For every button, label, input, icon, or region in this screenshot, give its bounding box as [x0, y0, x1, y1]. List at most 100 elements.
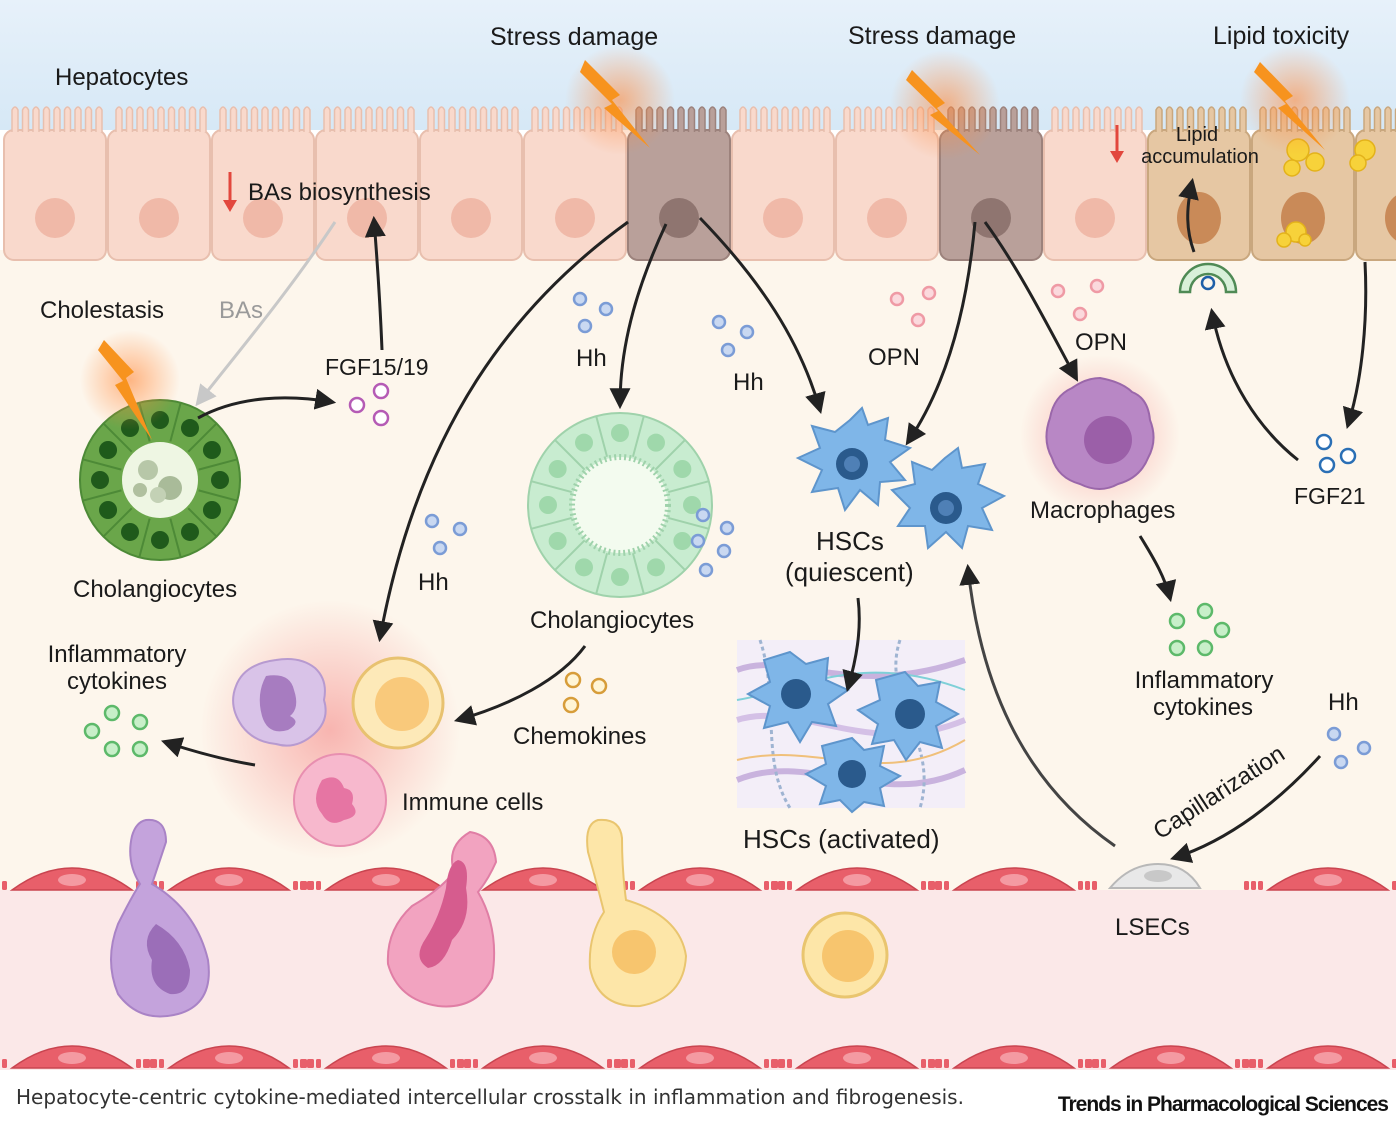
arrow-stress-to-immune — [372, 220, 629, 643]
fgf21-label: FGF21 — [1294, 483, 1366, 509]
hh-label-2: Hh — [733, 369, 764, 396]
hepatocyte-cell — [211, 106, 315, 261]
transmigrating-neutrophil — [386, 830, 498, 1008]
hh-label-3: Hh — [418, 569, 449, 596]
arrow-hh-to-lsec — [1170, 754, 1322, 863]
fgf21-dots — [1315, 433, 1357, 474]
lightning-stress-2 — [890, 50, 1000, 160]
arrow-macrophage-to-cytokines — [1138, 535, 1177, 603]
lightning-lipid — [1240, 45, 1350, 155]
hepatocyte-cell — [1043, 106, 1147, 261]
down-arrow-icon — [223, 172, 237, 212]
inflammatory-cytokines-left-label-1: Inflammatory — [48, 641, 187, 668]
immune-cells-cluster — [200, 600, 460, 860]
receptor-icon — [1178, 262, 1238, 294]
hh-label-1: Hh — [576, 345, 607, 372]
inflammatory-cytokines-right-label-2: cytokines — [1153, 694, 1253, 721]
arrow-stress-to-hsc — [698, 216, 826, 415]
arrow-lsec-to-hsc — [959, 563, 1116, 848]
crosstalk-diagram: Hepatocytes Stress damage Stress damage … — [0, 0, 1396, 1070]
hscs-quiescent-label-1: HSCs — [816, 526, 884, 556]
space-of-disse — [0, 250, 1396, 890]
endothelial-cell — [930, 867, 1097, 891]
arrow-cholangiocyte-to-immune — [453, 645, 587, 726]
figure-caption: Hepatocyte-centric cytokine-mediated int… — [16, 1085, 964, 1109]
endothelial-cell — [302, 1045, 469, 1069]
endothelial-cell — [459, 1045, 626, 1069]
hh-dots-center — [690, 507, 735, 578]
arrow-cholangiocyte-to-fgf — [197, 388, 337, 420]
fgf15-19-dots — [348, 382, 390, 427]
cholangiocytes-left-label: Cholangiocytes — [73, 576, 237, 603]
hsc-activated-1 — [745, 650, 851, 744]
stress-damage-label-2: Stress damage — [848, 22, 1016, 50]
circulating-immune-cell — [801, 911, 889, 999]
hepatocyte-cell — [419, 106, 523, 261]
arrow-lipid-hep-to-fgf21 — [1342, 261, 1368, 430]
arrow-fgf-to-bas-biosynthesis — [364, 215, 386, 351]
lightning-stress-1 — [565, 45, 675, 155]
arrow-fgf21-to-receptor — [1204, 307, 1299, 462]
macrophage — [1020, 355, 1180, 515]
arrow-immune-to-cytokines — [161, 737, 256, 767]
hh-dots-4 — [1326, 726, 1372, 770]
bas-label: BAs — [219, 297, 263, 324]
immune-cells-label: Immune cells — [402, 789, 543, 816]
transmigrating-macrophage — [110, 818, 210, 1018]
hepatocyte-cell — [1355, 106, 1396, 261]
hsc-quiescent-2 — [890, 446, 1007, 550]
bas-biosynthesis-label: BAs biosynthesis — [248, 179, 431, 206]
opn-label-2: OPN — [1075, 329, 1127, 356]
cytokine-dots-right — [1168, 602, 1231, 657]
lightning-icon — [1254, 62, 1325, 150]
lightning-icon — [580, 60, 650, 148]
hh-dots-1 — [572, 291, 614, 334]
immune-cell-purple — [232, 658, 327, 747]
immune-cell-yellow — [351, 656, 445, 750]
hepatocyte-cell — [731, 106, 835, 261]
sinusoid-lumen-top — [0, 0, 1396, 130]
hepatocytes-label: Hepatocytes — [55, 64, 188, 91]
arrow-hsc-activation — [842, 597, 863, 693]
endothelial-cell — [2, 1045, 155, 1069]
hscs-activated-label: HSCs (activated) — [743, 824, 940, 854]
macrophages-label: Macrophages — [1030, 497, 1175, 524]
lsec-capillarized — [1107, 862, 1202, 889]
hsc-activated-3 — [803, 736, 903, 814]
hepatocyte-cell — [107, 106, 211, 261]
blood-vessel — [0, 890, 1396, 1070]
arrow-bas-to-cholangiocyte — [195, 221, 337, 407]
lightning-icon — [98, 340, 152, 440]
arrow-stress-to-cholangiocyte — [609, 223, 668, 410]
endothelial-cell — [1244, 867, 1396, 891]
immune-cell-pink — [293, 753, 387, 847]
lipid-accumulation-label-1: Lipid — [1176, 124, 1218, 146]
endothelial-cell — [773, 867, 940, 891]
opn-dots-1 — [889, 285, 937, 328]
fgf15-19-label: FGF15/19 — [325, 354, 429, 380]
hepatocyte-cell — [3, 106, 107, 261]
endothelium-bottom — [2, 1045, 1396, 1069]
endothelial-cell — [145, 1045, 312, 1069]
hsc-activated-2 — [855, 670, 961, 762]
endothelial-cell — [773, 1045, 940, 1069]
arrow-stress2-to-macrophage — [983, 221, 1079, 382]
opn-label-1: OPN — [868, 344, 920, 371]
transmigrating-lymphocyte — [586, 818, 688, 1008]
stress-damage-label-1: Stress damage — [490, 23, 658, 51]
cytokine-dots-left — [83, 704, 149, 758]
opn-dots-2 — [1050, 278, 1105, 322]
chemokines-label: Chemokines — [513, 723, 646, 750]
hscs-quiescent-label-2: (quiescent) — [785, 557, 914, 587]
endothelial-cell — [616, 867, 783, 891]
lightning-cholestasis — [80, 330, 180, 440]
lipid-accumulation-label-2: accumulation — [1141, 146, 1259, 168]
hh-dots-3 — [424, 513, 468, 556]
hsc-quiescent-1 — [795, 406, 913, 513]
chemokine-dots — [562, 671, 608, 714]
cholestasis-label: Cholestasis — [40, 297, 164, 324]
hh-label-4: Hh — [1328, 689, 1359, 716]
lipid-toxicity-label: Lipid toxicity — [1213, 22, 1350, 50]
journal-logo: Trends in Pharmacological Sciences — [1057, 1093, 1389, 1116]
